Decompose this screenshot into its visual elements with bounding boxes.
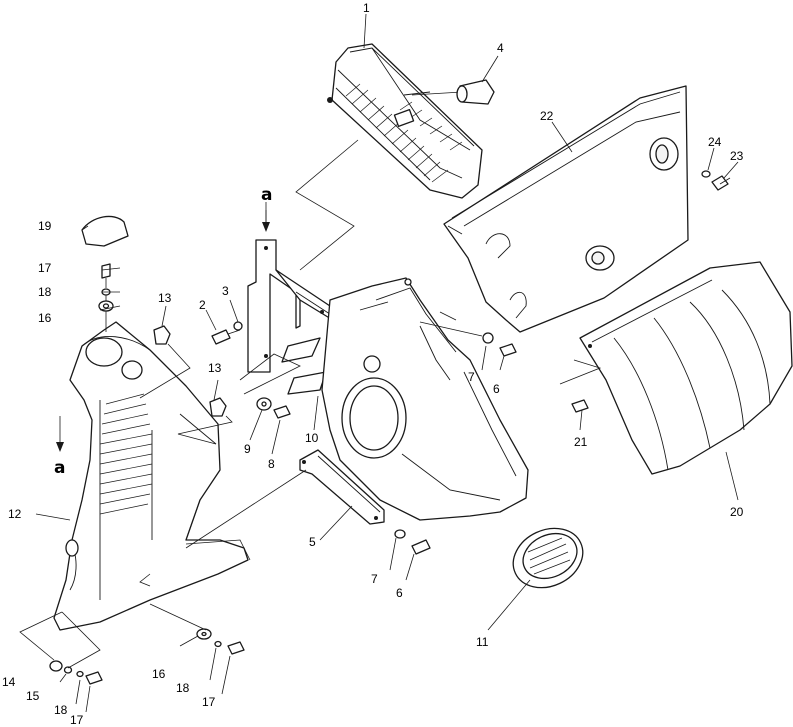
center-housing <box>321 277 529 521</box>
label-18a: 18 <box>38 285 52 299</box>
leader-lines <box>19 13 739 713</box>
callout-a-top: a <box>261 185 272 205</box>
fasteners-bottom-left <box>49 660 103 685</box>
headlight-bulb <box>403 79 495 105</box>
lower-bracket <box>299 449 385 525</box>
fasteners-lower <box>394 529 431 555</box>
fasteners-bottom-mid <box>196 628 245 655</box>
label-24: 24 <box>708 135 722 149</box>
rear-cowl <box>579 261 793 475</box>
vent-grille <box>512 527 584 589</box>
cap <box>81 215 129 247</box>
label-17c: 17 <box>202 695 216 709</box>
label-3: 3 <box>222 284 229 298</box>
label-5: 5 <box>309 535 316 549</box>
label-12: 12 <box>8 507 22 521</box>
label-18b: 18 <box>54 703 68 717</box>
label-13a: 13 <box>158 291 172 305</box>
panel-screw <box>701 170 731 191</box>
label-17b: 17 <box>70 713 84 727</box>
label-23: 23 <box>730 149 744 163</box>
callout-a-left: a <box>54 458 65 478</box>
label-17a: 17 <box>38 261 52 275</box>
label-21: 21 <box>574 435 588 449</box>
label-13b: 13 <box>208 361 222 375</box>
label-10: 10 <box>305 431 319 445</box>
callout-arrows <box>56 202 270 452</box>
label-9: 9 <box>244 442 251 456</box>
label-15: 15 <box>26 689 40 703</box>
side-panel <box>443 85 689 333</box>
label-2: 2 <box>199 298 206 312</box>
label-16b: 16 <box>152 667 166 681</box>
label-1: 1 <box>363 1 370 15</box>
label-14: 14 <box>2 675 16 689</box>
hardware-top-left <box>98 263 114 332</box>
label-11: 11 <box>476 635 489 649</box>
label-6a: 6 <box>493 382 500 396</box>
label-16a: 16 <box>38 311 52 325</box>
label-8: 8 <box>268 457 275 471</box>
mounting-bracket <box>247 239 377 395</box>
label-4: 4 <box>497 41 504 55</box>
fasteners-center <box>211 321 291 419</box>
label-7a: 7 <box>468 370 475 384</box>
label-22: 22 <box>540 109 554 123</box>
nuts-13 <box>153 325 227 417</box>
label-19: 19 <box>38 219 52 233</box>
headlight-assembly <box>327 43 483 199</box>
front-shroud <box>53 321 249 631</box>
label-7b: 7 <box>371 572 378 586</box>
label-6b: 6 <box>396 586 403 600</box>
label-20: 20 <box>730 505 744 519</box>
fasteners-right <box>482 332 589 413</box>
label-18c: 18 <box>176 681 190 695</box>
